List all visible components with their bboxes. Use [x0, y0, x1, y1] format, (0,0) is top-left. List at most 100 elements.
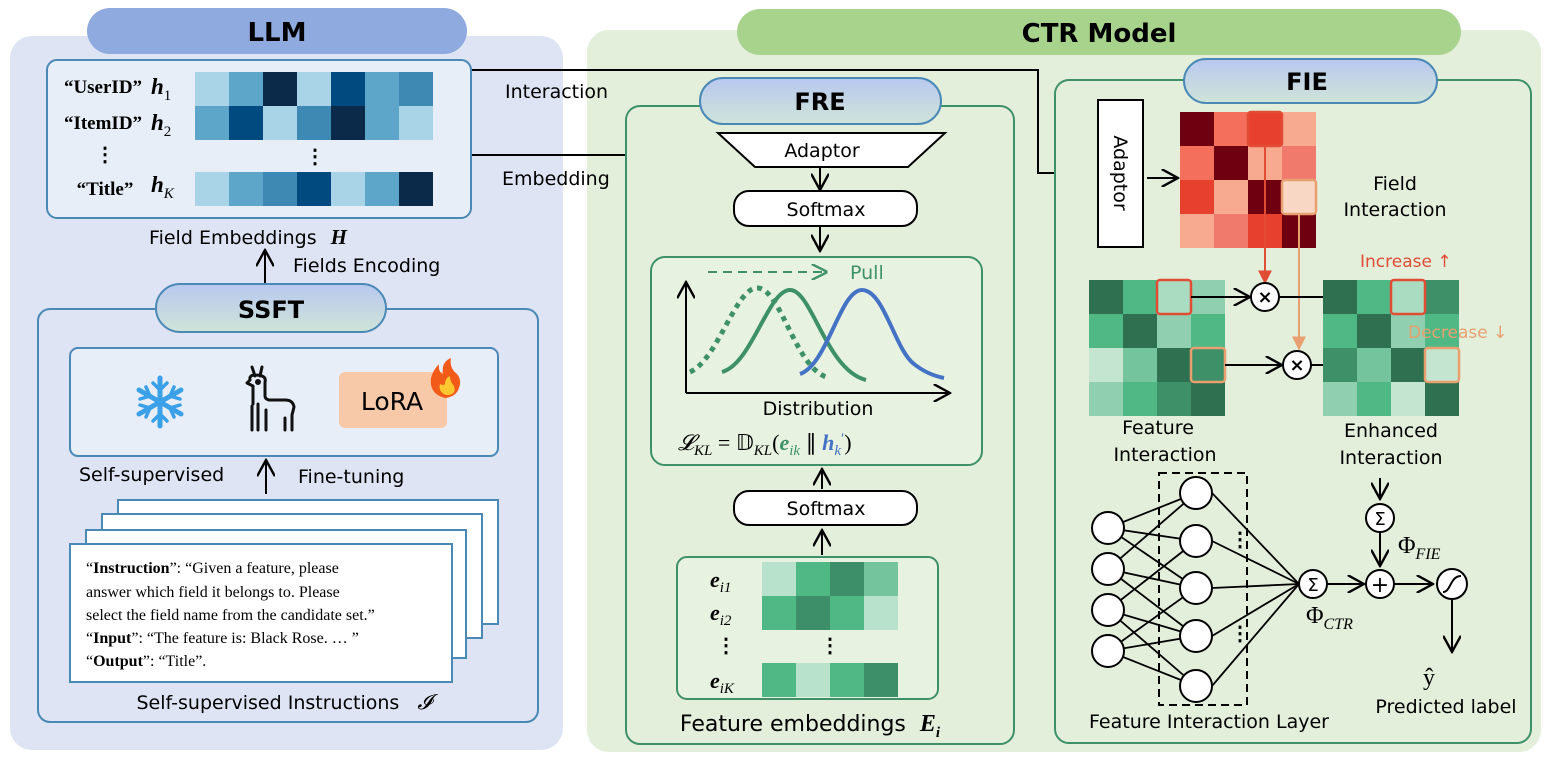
field-interaction-cell: [1214, 214, 1248, 248]
fie-adaptor-label: Adaptor: [1109, 135, 1131, 211]
interaction-layer-dashed-box: [1158, 472, 1248, 706]
instruction-line-3: select the field name from the candidate…: [86, 607, 375, 624]
fre-softmax-bottom: [733, 490, 918, 526]
nn-edge: [1211, 540, 1300, 585]
enhanced-interaction-matrix: [1323, 280, 1459, 416]
enhanced-interaction-cell: [1391, 280, 1425, 314]
field-labels: “UserID” “ItemID” ⋮ “Title” h1 h2 hK ⋮: [64, 74, 325, 202]
field-embedding-cell: [331, 172, 365, 206]
enhanced-interaction-cell: [1323, 382, 1357, 416]
fre-softmax-top: [733, 190, 918, 227]
enhanced-interaction-cell: [1425, 280, 1459, 314]
feature-interaction-line1: Feature: [1122, 417, 1194, 439]
field-interaction-cell: [1282, 180, 1316, 214]
feature-interaction-matrix: [1089, 280, 1225, 416]
field-embedding-cell: [399, 172, 433, 206]
field-interaction-matrix: [1180, 112, 1316, 248]
feature-interaction-layer: ⋮ ⋮ Σ ΦCTR Feature Interaction Layer: [1089, 472, 1364, 733]
enhanced-interaction-cell: [1391, 314, 1425, 348]
predicted-label: Predicted label: [1375, 696, 1516, 718]
nn-hidden-node: [1179, 669, 1213, 703]
feature-interaction-cell: [1191, 348, 1225, 382]
field-embedding-cell: [297, 172, 331, 206]
field-embedding-cell: [229, 72, 263, 106]
fre-module: FRE Adaptor Softmax Pull Distribution 𝓛K…: [625, 77, 1015, 745]
llm-panel: LLM “UserID” “ItemID” ⋮ “Title” h1 h2 hK…: [10, 8, 563, 750]
emb-var-ei2: ei2: [710, 600, 732, 629]
feature-interaction-cell: [1157, 280, 1191, 314]
nn-edge: [1107, 587, 1197, 652]
nn-edge: [1211, 583, 1300, 589]
nn-edge: [1107, 540, 1197, 611]
field-interaction-line1: Field: [1373, 173, 1417, 195]
field-embedding-cell: [195, 106, 229, 140]
enhanced-interaction-cell: [1323, 348, 1357, 382]
emb-var-vdots: ⋮: [716, 635, 736, 657]
increase-label: Increase ↑: [1360, 252, 1452, 272]
multiply-symbol-2: ×: [1289, 355, 1304, 376]
feature-embedding-heatmap: [762, 562, 898, 697]
phi-ctr-label: ΦCTR: [1306, 603, 1353, 633]
nn-input-node: [1091, 634, 1125, 668]
field-interaction-cell: [1282, 146, 1316, 180]
enhanced-interaction-cell: [1323, 314, 1357, 348]
feature-embedding-cell: [796, 596, 830, 630]
nn-edge: [1211, 492, 1300, 585]
pull-label: Pull: [850, 262, 884, 284]
field-var-h2: h2: [151, 110, 171, 140]
fre-title: FRE: [794, 88, 845, 116]
field-var-hk: hK: [151, 172, 175, 202]
enhanced-interaction-cell: [1425, 314, 1459, 348]
field-label-title: “Title”: [77, 179, 134, 200]
emb-var-ei1: ei1: [710, 567, 731, 596]
field-interaction-cell: [1282, 112, 1316, 146]
emb-var-eik: eiK: [710, 668, 735, 697]
fie-adaptor: [1097, 99, 1144, 248]
feature-embedding-cell: [796, 562, 830, 596]
nn-hidden-node: [1179, 619, 1213, 653]
feature-embedding-cell: [796, 663, 830, 697]
nn-edge: [1211, 583, 1300, 687]
interaction-label: Interaction: [505, 81, 608, 103]
field-embedding-cell: [365, 106, 399, 140]
interaction-layer-caption: Feature Interaction Layer: [1089, 711, 1329, 733]
feature-interaction-cell: [1123, 348, 1157, 382]
field-embedding-cell: [365, 72, 399, 106]
enhanced-interaction-cell: [1357, 348, 1391, 382]
field-label-vdots: ⋮: [95, 144, 115, 166]
enhanced-interaction-cell: [1357, 280, 1391, 314]
field-interaction-line2: Interaction: [1343, 199, 1446, 221]
field-embedding-cell: [263, 172, 297, 206]
field-interaction-cell: [1180, 214, 1214, 248]
field-embedding-cell: [365, 172, 399, 206]
fre-softmax-bottom-label: Softmax: [787, 498, 866, 520]
field-interaction-cell: [1214, 146, 1248, 180]
feature-interaction-cell: [1089, 348, 1123, 382]
field-interaction-cell: [1180, 180, 1214, 214]
feature-embedding-cell: [830, 596, 864, 630]
nn-input-node: [1091, 511, 1125, 545]
field-embedding-cell: [297, 106, 331, 140]
instruction-line-1: “Instruction”: “Given a feature, please: [86, 560, 339, 577]
feature-interaction-cell: [1089, 382, 1123, 416]
nn-edge: [1107, 609, 1197, 687]
field-interaction-cell: [1180, 146, 1214, 180]
ssft-header: [155, 283, 387, 333]
embedding-vdots: ⋮: [305, 146, 325, 168]
y-hat: ŷ: [1423, 665, 1435, 691]
field-interaction-cell: [1214, 112, 1248, 146]
field-embedding-cell: [229, 172, 263, 206]
field-interaction-cell: [1248, 112, 1282, 146]
nn-edge: [1211, 583, 1300, 637]
sum-symbol-fie: Σ: [1374, 509, 1385, 530]
feature-interaction-cell: [1157, 348, 1191, 382]
dist-curve-target: [799, 287, 945, 380]
enhanced-interaction-cell: [1357, 382, 1391, 416]
feature-interaction-cell: [1191, 314, 1225, 348]
nn-vdots-2: ⋮: [1230, 623, 1250, 645]
fre-adaptor: [715, 132, 948, 168]
feature-interaction-cell: [1157, 314, 1191, 348]
feature-interaction-cell: [1157, 382, 1191, 416]
field-label-userid: “UserID”: [64, 77, 142, 98]
